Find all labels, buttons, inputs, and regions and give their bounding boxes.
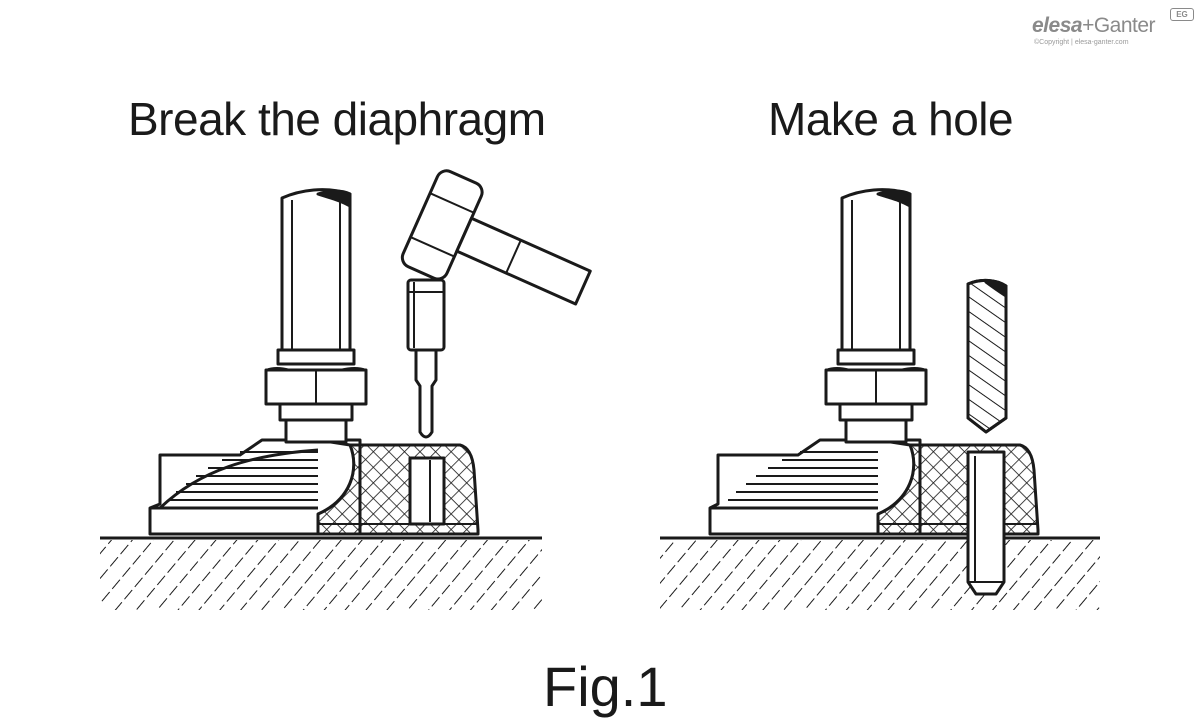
threaded-stem-right (824, 188, 928, 444)
ground-left (100, 536, 542, 610)
levelling-base-left (148, 438, 480, 536)
logo-wordmark: elesa+Ganter (1032, 14, 1156, 38)
logo-badge: EG (1170, 8, 1194, 21)
logo-plus: + (1082, 14, 1094, 37)
elesa-ganter-logo: elesa+Ganter EG ©Copyright | elesa-gante… (1032, 8, 1194, 48)
logo-brand-elesa: elesa (1032, 14, 1083, 37)
threaded-stem-left (264, 188, 368, 444)
logo-brand-ganter: Ganter (1093, 14, 1156, 37)
figure-caption: Fig.1 (543, 655, 668, 718)
right-figure (660, 188, 1100, 610)
title-break-diaphragm: Break the diaphragm (128, 93, 546, 145)
left-figure (100, 169, 592, 610)
title-make-hole: Make a hole (768, 93, 1014, 145)
ground-right (660, 536, 1100, 610)
hammer-tool (400, 169, 592, 306)
levelling-base-right (708, 438, 1040, 596)
logo-copyright: ©Copyright | elesa-ganter.com (1034, 39, 1129, 46)
drill-bit (966, 278, 1008, 434)
punch-tool (406, 278, 446, 439)
